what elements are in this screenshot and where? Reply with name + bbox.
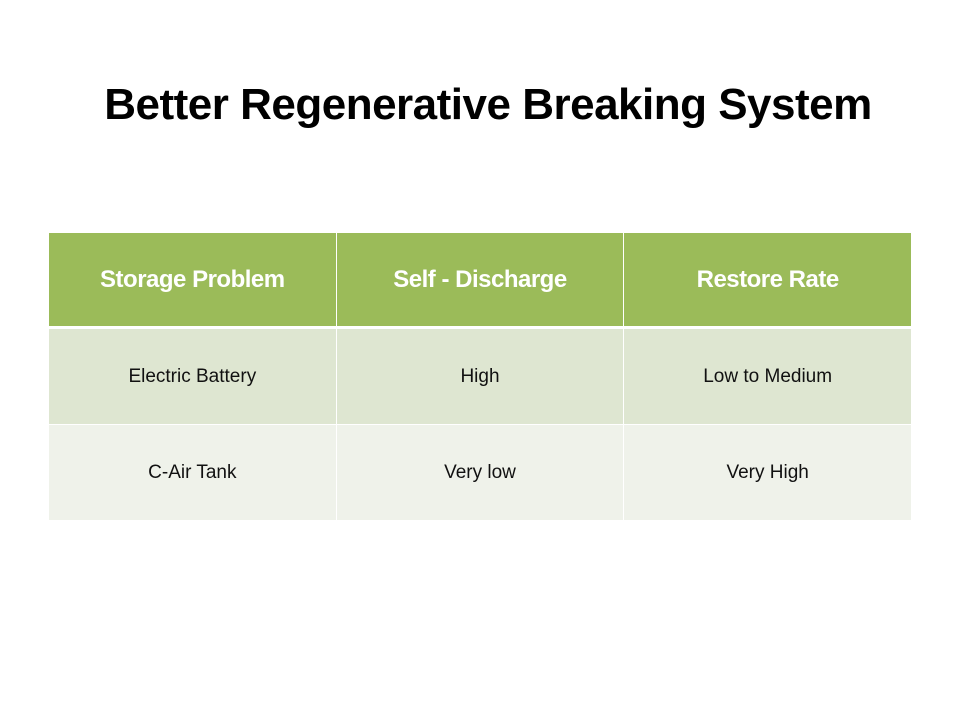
slide-title: Better Regenerative Breaking System — [104, 80, 872, 129]
table-cell: Low to Medium — [623, 327, 912, 425]
table-cell: High — [335, 327, 625, 425]
table-header-row: Storage Problem Self - Discharge Restore… — [48, 233, 912, 329]
header-cell: Restore Rate — [623, 233, 912, 329]
table-cell: Very low — [335, 424, 625, 520]
table-row: Electric Battery High Low to Medium — [48, 327, 912, 425]
comparison-table: Storage Problem Self - Discharge Restore… — [48, 233, 912, 520]
table-cell: Electric Battery — [48, 327, 337, 425]
header-cell: Self - Discharge — [335, 233, 625, 329]
table-row: C-Air Tank Very low Very High — [48, 424, 912, 520]
table-cell: Very High — [623, 424, 912, 520]
header-cell: Storage Problem — [48, 233, 337, 329]
table-cell: C-Air Tank — [48, 424, 337, 520]
